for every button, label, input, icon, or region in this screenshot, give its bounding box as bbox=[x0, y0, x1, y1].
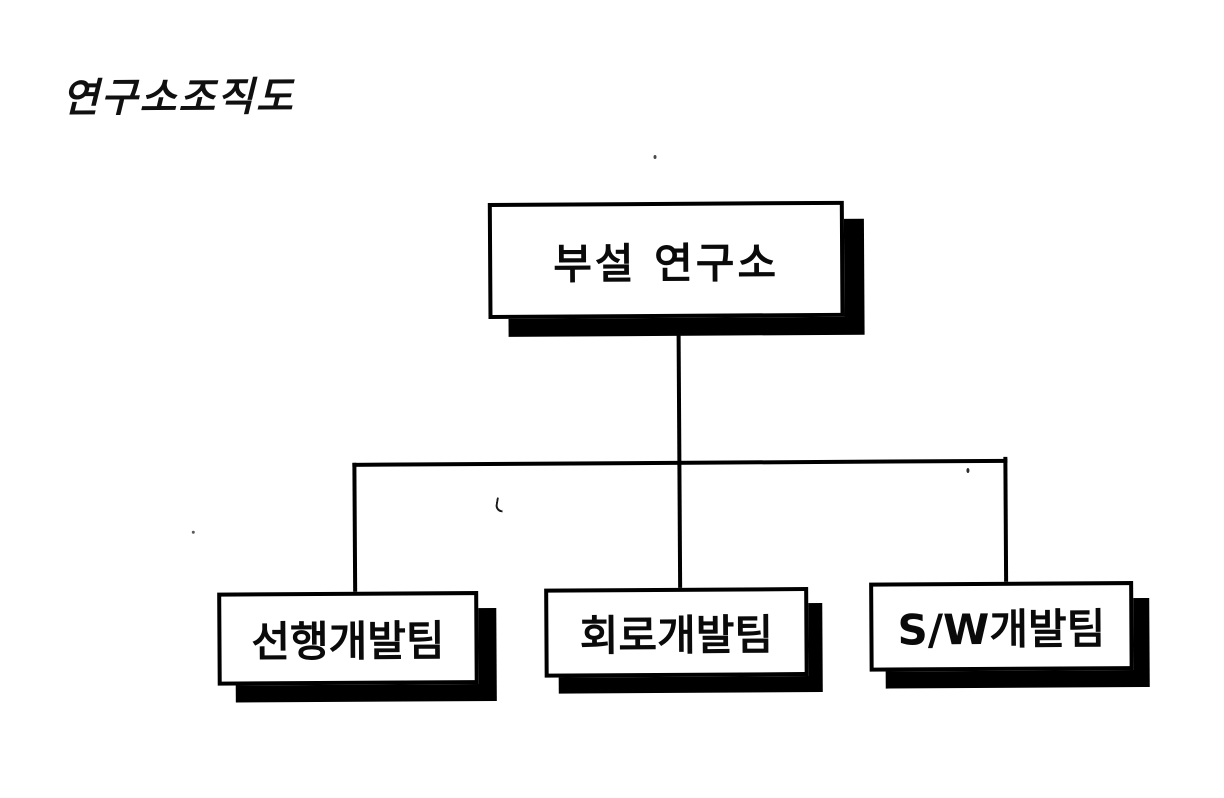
scan-speck bbox=[494, 497, 505, 513]
scan-speck bbox=[966, 468, 970, 474]
org-node-team-label: S/W개발팀 bbox=[897, 604, 1106, 655]
org-node-team-circuit-dev: 회로개발팀 bbox=[544, 587, 809, 678]
org-node-team-advanced-dev: 선행개발팀 bbox=[217, 591, 479, 686]
connector-trunk-vertical bbox=[676, 317, 683, 590]
connector-right-drop bbox=[1003, 456, 1009, 584]
org-node-root: 부설 연구소 bbox=[487, 200, 845, 319]
org-node-team-label: 회로개발팀 bbox=[579, 610, 774, 661]
page-title: 연구소조직도 bbox=[59, 74, 304, 122]
connector-left-drop bbox=[352, 462, 358, 594]
scan-speck bbox=[191, 530, 195, 534]
scan-speck bbox=[653, 154, 657, 159]
org-node-team-label: 선행개발팀 bbox=[251, 616, 445, 667]
org-node-team-sw-dev: S/W개발팀 bbox=[869, 581, 1134, 672]
org-node-root-label: 부설 연구소 bbox=[553, 237, 780, 289]
